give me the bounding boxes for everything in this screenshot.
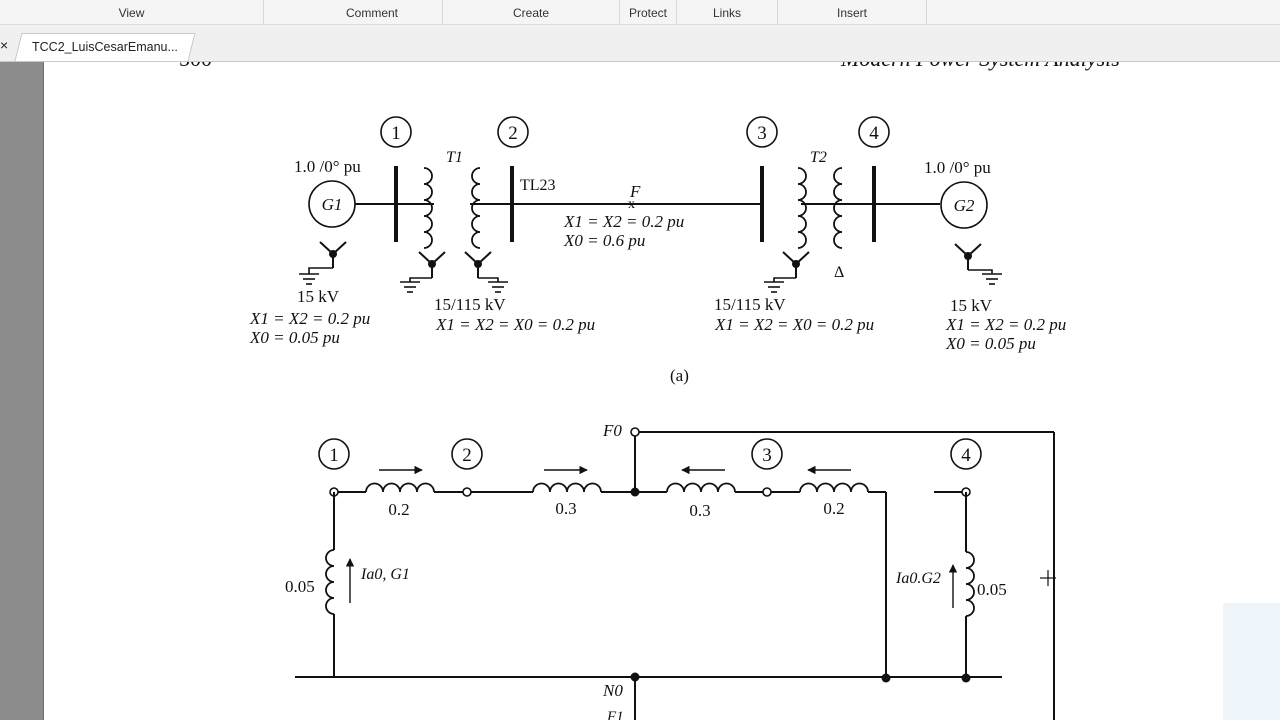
t2-kv: 15/115 kV — [714, 295, 786, 314]
book-title: Modern Power System Analysis — [840, 62, 1120, 71]
fault-mark: x — [628, 197, 635, 212]
inductor-1-2 — [365, 482, 435, 493]
close-tab-icon[interactable]: × — [0, 37, 9, 53]
bus-1-marker: 1 — [380, 116, 412, 148]
document-page: 500 Modern Power System Analysis 1 2 3 4… — [44, 62, 1280, 720]
zero-seq-bus-4: 4 — [950, 438, 982, 470]
t2-ground-icon — [763, 281, 785, 293]
menu-create[interactable]: Create — [443, 0, 620, 24]
zero-seq-bus-1: 1 — [318, 438, 350, 470]
g2-current-label: Ia0.G2 — [895, 570, 941, 587]
n0-label: N0 — [602, 681, 623, 700]
x-1-2-value: 0.2 — [388, 500, 409, 519]
t2-primary-winding — [797, 167, 807, 249]
t2-delta: Δ — [834, 264, 844, 281]
inductor-f-3 — [666, 482, 736, 493]
t1-ground-icon-left — [399, 281, 421, 293]
bus-4-marker: 4 — [858, 116, 890, 148]
document-tab-label[interactable]: TCC2_LuisCesarEmanu... — [32, 40, 178, 54]
fault-label: F — [629, 182, 641, 201]
g1-current-label: Ia0, G1 — [360, 566, 410, 583]
g1-kv: 15 kV — [297, 287, 340, 306]
circuit-diagram: 500 Modern Power System Analysis 1 2 3 4… — [179, 62, 1120, 720]
zero-seq-bus-3: 3 — [751, 438, 783, 470]
t1-primary-winding — [423, 167, 433, 249]
menu-links[interactable]: Links — [677, 0, 778, 24]
g2-kv: 15 kV — [950, 296, 993, 315]
menu-comment[interactable]: Comment — [302, 0, 443, 24]
tl23-label: TL23 — [520, 177, 556, 194]
g2-symbol — [940, 181, 988, 229]
g1-voltage: 1.0 /0° pu — [294, 157, 361, 176]
svg-text:1: 1 — [391, 123, 401, 144]
g1-label: G1 — [322, 195, 343, 214]
line-x12: X1 = X2 = 0.2 pu — [563, 212, 684, 231]
g1-x0: X0 = 0.05 pu — [249, 328, 340, 347]
t1-kv: 15/115 kV — [434, 295, 506, 314]
menu-insert[interactable]: Insert — [778, 0, 927, 24]
side-panel-edge — [1223, 603, 1280, 720]
g1-wye-icon — [319, 241, 347, 269]
svg-text:2: 2 — [462, 445, 472, 466]
g2-x0: X0 = 0.05 pu — [945, 334, 1036, 353]
g1-x12: X1 = X2 = 0.2 pu — [249, 309, 370, 328]
x-3-4-value: 0.2 — [823, 499, 844, 518]
g2-voltage: 1.0 /0° pu — [924, 158, 991, 177]
left-gutter — [0, 62, 44, 720]
x-f-3-value: 0.3 — [689, 501, 710, 520]
g2-zero-seq-inductor — [965, 551, 975, 617]
figure-a-caption: (a) — [670, 366, 689, 385]
t2-x: X1 = X2 = X0 = 0.2 pu — [714, 315, 874, 334]
svg-text:2: 2 — [508, 123, 518, 144]
figure-a: 1 2 3 4 1.0 /0° pu G1 T1 TL23 F x X — [249, 116, 1066, 385]
t2-secondary-winding — [833, 167, 843, 249]
figure-b: 1 2 3 4 F0 0.2 0.3 0.3 — [285, 421, 1056, 720]
svg-text:4: 4 — [869, 123, 879, 144]
t1-label: T1 — [446, 149, 463, 166]
t1-secondary-winding — [471, 167, 481, 249]
t2-label: T2 — [810, 149, 827, 166]
f0-label: F0 — [602, 421, 622, 440]
t1-x: X1 = X2 = X0 = 0.2 pu — [435, 315, 595, 334]
t1-wye-icon — [418, 251, 446, 279]
page-number: 500 — [179, 62, 212, 71]
g1-zero-value: 0.05 — [285, 577, 315, 596]
tab-strip: × TCC2_LuisCesarEmanu... — [0, 25, 1280, 62]
line-x0: X0 = 0.6 pu — [563, 231, 645, 250]
menu-view[interactable]: View — [0, 0, 264, 24]
svg-text:4: 4 — [961, 445, 971, 466]
x-2-f-value: 0.3 — [555, 499, 576, 518]
g2-label: G2 — [954, 196, 975, 215]
f1-label-cut: F1 — [606, 709, 624, 720]
g2-zero-value: 0.05 — [977, 580, 1007, 599]
bus-2-marker: 2 — [497, 116, 529, 148]
g1-zero-seq-inductor — [325, 549, 335, 615]
svg-text:3: 3 — [757, 123, 767, 144]
t2-wye-icon — [782, 251, 810, 279]
t1-ground-icon-right — [487, 281, 509, 293]
g1-ground-icon — [298, 273, 320, 285]
g2-wye-icon — [954, 243, 982, 271]
zero-seq-bus-2: 2 — [451, 438, 483, 470]
t1-secondary-wye-icon — [464, 251, 492, 279]
svg-text:1: 1 — [329, 445, 339, 466]
inductor-2-f — [532, 482, 602, 493]
g2-x12: X1 = X2 = 0.2 pu — [945, 315, 1066, 334]
svg-text:3: 3 — [762, 445, 772, 466]
inductor-3-4 — [799, 482, 869, 493]
menu-protect[interactable]: Protect — [620, 0, 677, 24]
bus-3-marker: 3 — [746, 116, 778, 148]
g2-ground-icon — [981, 273, 1003, 285]
